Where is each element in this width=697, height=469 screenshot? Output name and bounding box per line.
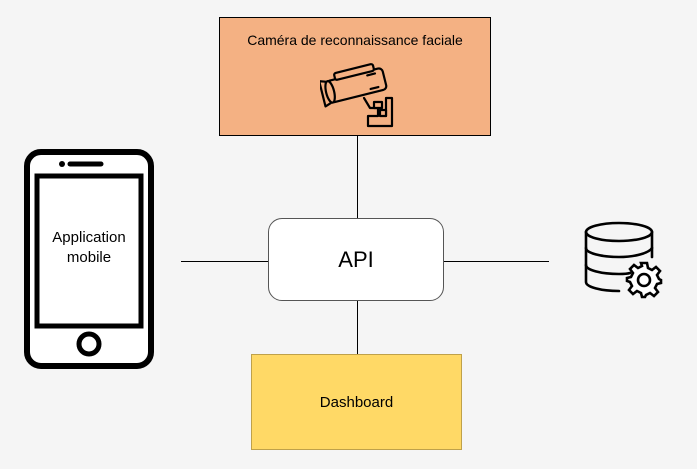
- camera-node: Caméra de reconnaissance faciale: [219, 17, 491, 136]
- mobile-node-label: Application mobile: [52, 229, 126, 266]
- camera-node-label: Caméra de reconnaissance faciale: [247, 32, 463, 48]
- smartphone-icon: [24, 149, 154, 369]
- security-camera-icon: [320, 63, 394, 128]
- connector-mobile-api: [181, 261, 268, 262]
- connector-api-dashboard: [357, 301, 358, 354]
- api-node-label: API: [338, 246, 374, 272]
- api-node: API: [268, 218, 444, 301]
- connector-camera-api: [357, 136, 358, 218]
- dashboard-node: Dashboard: [251, 354, 462, 450]
- dashboard-node-label: Dashboard: [319, 393, 394, 411]
- connector-api-database: [444, 261, 549, 262]
- database-settings-icon: [584, 221, 663, 299]
